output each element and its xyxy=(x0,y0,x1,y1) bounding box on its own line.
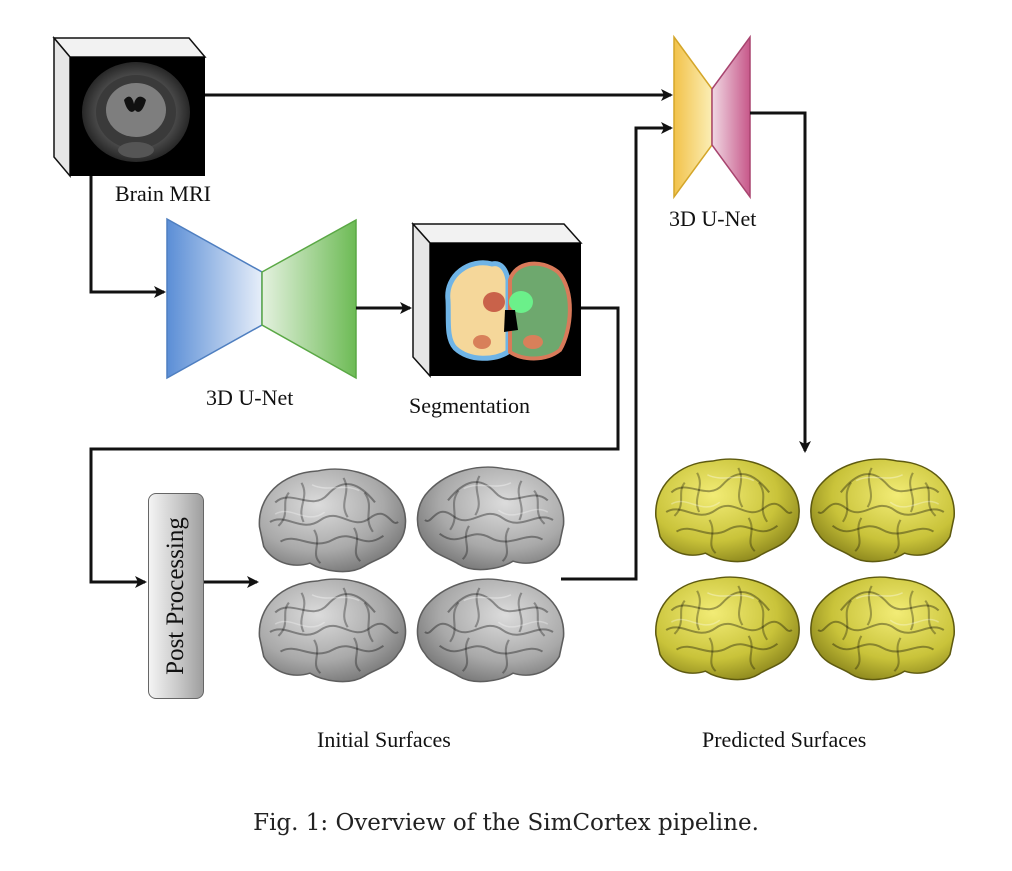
initial-surfaces-label: Initial Surfaces xyxy=(317,727,451,752)
predicted-surface-1 xyxy=(654,458,800,563)
figure-caption: Fig. 1: Overview of the SimCortex pipeli… xyxy=(253,810,759,836)
predicted-surface-4 xyxy=(810,576,956,681)
segmentation-cube xyxy=(411,222,583,378)
brain-mri-label: Brain MRI xyxy=(115,181,211,206)
post-processing-label: Post Processing xyxy=(162,517,189,675)
segmentation-label: Segmentation xyxy=(409,393,530,418)
initial-surface-4 xyxy=(416,578,565,683)
unet-segmentation-shape xyxy=(166,217,357,380)
post-processing-box: Post Processing xyxy=(148,493,204,699)
unet-refinement-shape xyxy=(673,34,751,200)
initial-surfaces xyxy=(258,466,565,683)
arrow-mri-to-unet1 xyxy=(89,176,166,298)
predicted-surfaces-label: Predicted Surfaces xyxy=(702,727,867,752)
brain-mri-cube xyxy=(52,35,207,179)
initial-surface-3 xyxy=(258,578,407,683)
arrow-surfaces-to-unet2 xyxy=(561,122,673,581)
predicted-surface-2 xyxy=(810,458,956,563)
arrow-unet2-to-predicted xyxy=(750,111,811,453)
predicted-surfaces xyxy=(654,458,956,681)
arrow-segmentation-to-postprocessing xyxy=(89,306,620,588)
unet-segmentation-label: 3D U-Net xyxy=(206,385,294,410)
pipeline-arrows xyxy=(89,89,811,588)
unet-refinement-label: 3D U-Net xyxy=(669,206,757,231)
initial-surface-1 xyxy=(258,468,407,573)
predicted-surface-3 xyxy=(654,576,800,681)
initial-surface-2 xyxy=(416,466,565,571)
